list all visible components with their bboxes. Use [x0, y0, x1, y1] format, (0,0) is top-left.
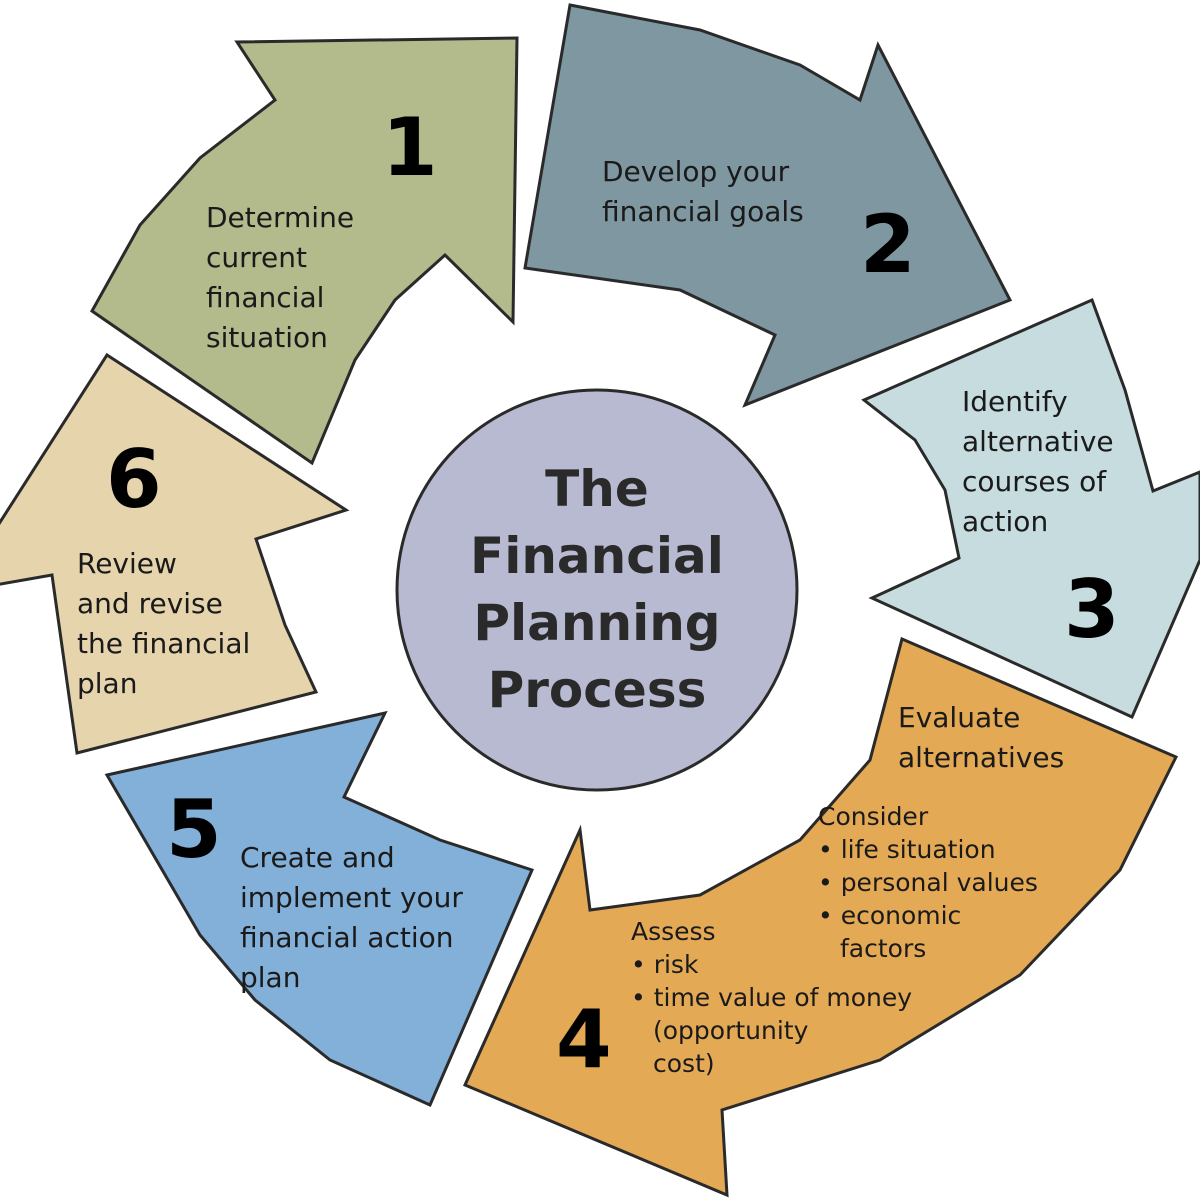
- center-title-line: The: [545, 460, 649, 518]
- center-title-line: Financial: [470, 527, 724, 585]
- assess-item: • risk: [631, 950, 699, 979]
- label-line: alternatives: [898, 741, 1065, 774]
- label-line: Identify: [962, 385, 1068, 418]
- label-line: current: [206, 241, 308, 274]
- consider-item: • life situation: [818, 835, 996, 864]
- arrow-step-4: [462, 636, 1179, 1198]
- step-1-number: 1: [382, 101, 438, 194]
- assess-item: (opportunity: [653, 1016, 809, 1045]
- center-title-line: Planning: [473, 594, 721, 652]
- step-6-number: 6: [106, 433, 162, 526]
- step-5-number: 5: [166, 783, 222, 876]
- label-line: Develop your: [602, 155, 790, 188]
- label-line: the financial: [77, 627, 251, 660]
- consider-item: • personal values: [818, 868, 1038, 897]
- label-line: action: [962, 505, 1049, 538]
- center-title-line: Process: [487, 661, 707, 719]
- consider-heading: Consider: [818, 802, 929, 831]
- arrow-step-6: [0, 352, 350, 755]
- label-line: courses of: [962, 465, 1107, 498]
- arrow-step-3: [861, 297, 1200, 720]
- label-line: plan: [240, 961, 301, 994]
- step-4-consider: Consider • life situation • personal val…: [818, 800, 1038, 965]
- step-3-label: Identify alternative courses of action: [962, 382, 1114, 542]
- consider-item: factors: [840, 934, 927, 963]
- label-line: Evaluate: [898, 701, 1021, 734]
- center-circle: [395, 388, 799, 792]
- arrow-step-2: [523, 3, 1013, 408]
- label-line: plan: [77, 667, 138, 700]
- label-line: financial: [206, 281, 325, 314]
- step-4-label: Evaluate alternatives: [898, 698, 1064, 778]
- label-line: Create and: [240, 841, 395, 874]
- arrow-step-1: [90, 36, 519, 466]
- step-2-number: 2: [860, 198, 916, 291]
- step-6-label: Review and revise the financial plan: [77, 544, 250, 704]
- step-3-number: 3: [1064, 563, 1120, 656]
- label-line: Determine: [206, 201, 355, 234]
- step-4-number: 4: [556, 993, 612, 1086]
- assess-item: • time value of money: [631, 983, 913, 1012]
- label-line: financial action: [240, 921, 454, 954]
- label-line: Review: [77, 547, 177, 580]
- arrow-step-5: [104, 710, 535, 1107]
- label-line: alternative: [962, 425, 1114, 458]
- assess-heading: Assess: [631, 917, 716, 946]
- step-4-assess: Assess • risk • time value of money (opp…: [631, 915, 912, 1080]
- step-1-label: Determine current financial situation: [206, 198, 354, 358]
- step-2-label: Develop your financial goals: [602, 152, 804, 232]
- label-line: implement your: [240, 881, 463, 914]
- label-line: financial goals: [602, 195, 804, 228]
- assess-item: cost): [653, 1049, 715, 1078]
- step-5-label: Create and implement your financial acti…: [240, 838, 463, 998]
- label-line: situation: [206, 321, 328, 354]
- consider-item: • economic: [818, 901, 962, 930]
- label-line: and revise: [77, 587, 223, 620]
- center-title: The Financial Planning Process: [397, 390, 797, 790]
